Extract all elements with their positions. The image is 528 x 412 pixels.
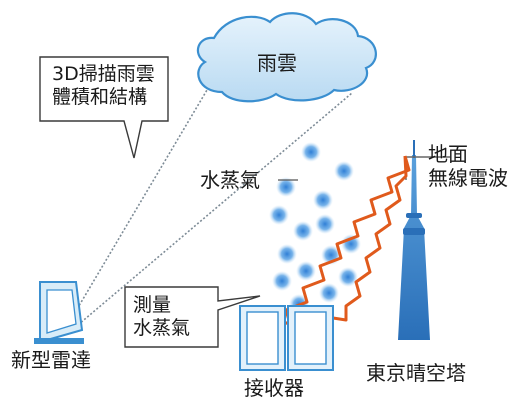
- rain-cloud: [196, 12, 377, 103]
- water-droplet: [277, 244, 297, 264]
- scan-callout: [39, 56, 169, 159]
- tower-label: 東京晴空塔: [366, 361, 466, 385]
- scan-callout-text: 3D掃描雨雲 體積和結構: [52, 63, 155, 109]
- water-droplet: [296, 261, 316, 281]
- water-droplet: [313, 190, 333, 210]
- measure-callout-line2: 水蒸氣: [133, 316, 191, 339]
- water-droplet: [319, 283, 339, 303]
- water-droplet: [293, 221, 313, 241]
- water-vapor-droplets: [269, 142, 361, 314]
- receiver-label: 接收器: [244, 376, 304, 400]
- radar-device-icon: [34, 281, 84, 344]
- water-droplet: [272, 271, 292, 291]
- vapor-label: 水蒸氣: [200, 168, 260, 192]
- tokyo-skytree-icon: [398, 140, 430, 340]
- water-droplet: [334, 161, 354, 181]
- radar-label: 新型雷達: [11, 348, 91, 372]
- water-droplet: [301, 142, 321, 162]
- radio-wave-label-line2: 無線電波: [428, 166, 508, 190]
- measure-callout: [124, 286, 261, 348]
- scan-callout-line1: 3D掃描雨雲: [52, 63, 155, 85]
- radar-beam-lines: [66, 89, 353, 331]
- water-droplet: [269, 205, 289, 225]
- water-droplet: [315, 214, 335, 234]
- water-droplet: [276, 177, 296, 197]
- cloud-label: 雨雲: [257, 51, 297, 75]
- measure-callout-line1: 測量: [133, 294, 172, 316]
- radio-wave-label: 地面 無線電波: [428, 142, 508, 190]
- water-droplet: [338, 267, 358, 287]
- radio-wave-label-line1: 地面: [428, 142, 468, 166]
- scan-callout-line2: 體積和結構: [52, 85, 148, 108]
- measure-callout-text: 測量 水蒸氣: [133, 294, 190, 340]
- receiver-units: [239, 305, 334, 371]
